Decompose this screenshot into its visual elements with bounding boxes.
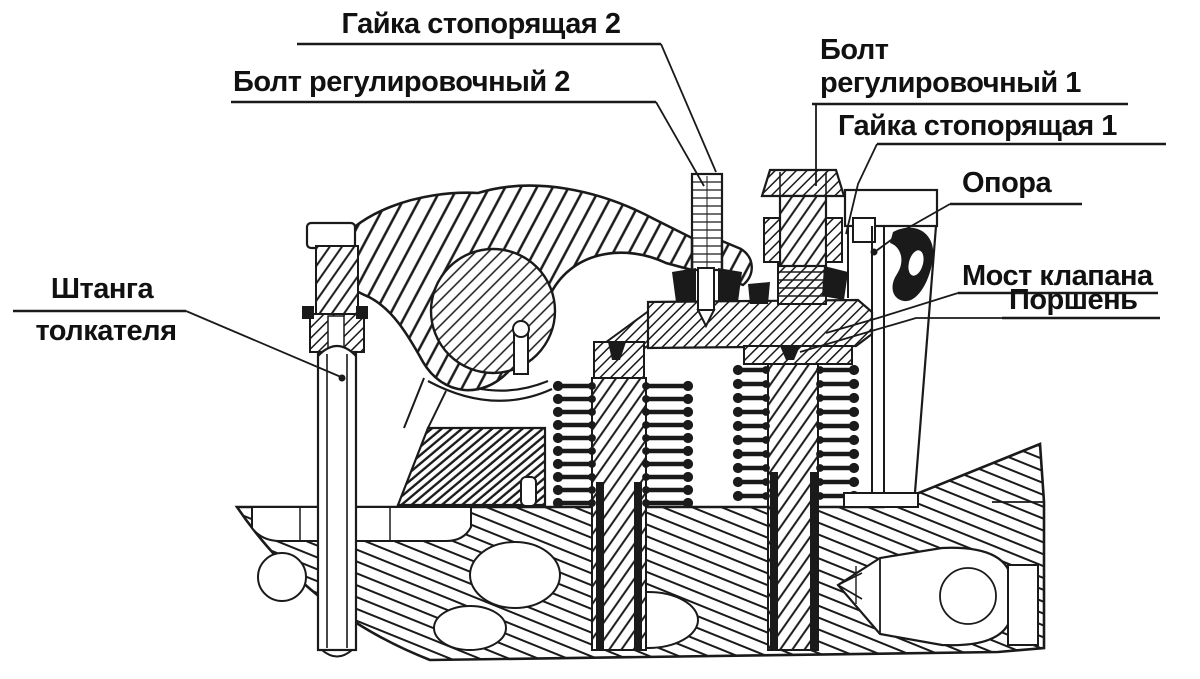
label-valve-bridge: Мост клапана — [962, 260, 1153, 292]
label-pushrod-line1: Штанга — [50, 273, 154, 305]
label-support: Опора — [962, 167, 1052, 199]
label-adjusting-bolt-2: Болт регулировочный 2 — [233, 66, 570, 98]
label-lock-nut-1: Гайка стопорящая 1 — [838, 110, 1117, 142]
adjusting-bolt-2 — [690, 172, 724, 272]
label-adjusting-bolt-1-line2: регулировочный 1 — [820, 67, 1081, 99]
support-bracket — [843, 188, 939, 508]
lock-nut-1 — [763, 217, 781, 263]
lock-nut-1 — [825, 217, 843, 263]
pushrod — [302, 221, 368, 658]
lock-nut-2 — [672, 267, 742, 329]
leader-lines — [13, 42, 1166, 382]
rocker-shaft-boss — [429, 247, 557, 375]
label-lock-nut-2: Гайка стопорящая 2 — [341, 8, 621, 40]
label-adjusting-bolt-1-line1: Болт — [820, 34, 889, 66]
adjusting-bolt-1 — [760, 168, 846, 268]
valve-stems — [596, 472, 818, 650]
rocker-arm — [328, 184, 753, 392]
valve-bridge — [593, 263, 874, 379]
label-piston: Поршень — [1009, 284, 1138, 316]
label-pushrod-line2: толкателя — [35, 315, 177, 347]
rocker-support-boss — [396, 371, 553, 507]
cylinder-head-block — [234, 339, 1046, 662]
